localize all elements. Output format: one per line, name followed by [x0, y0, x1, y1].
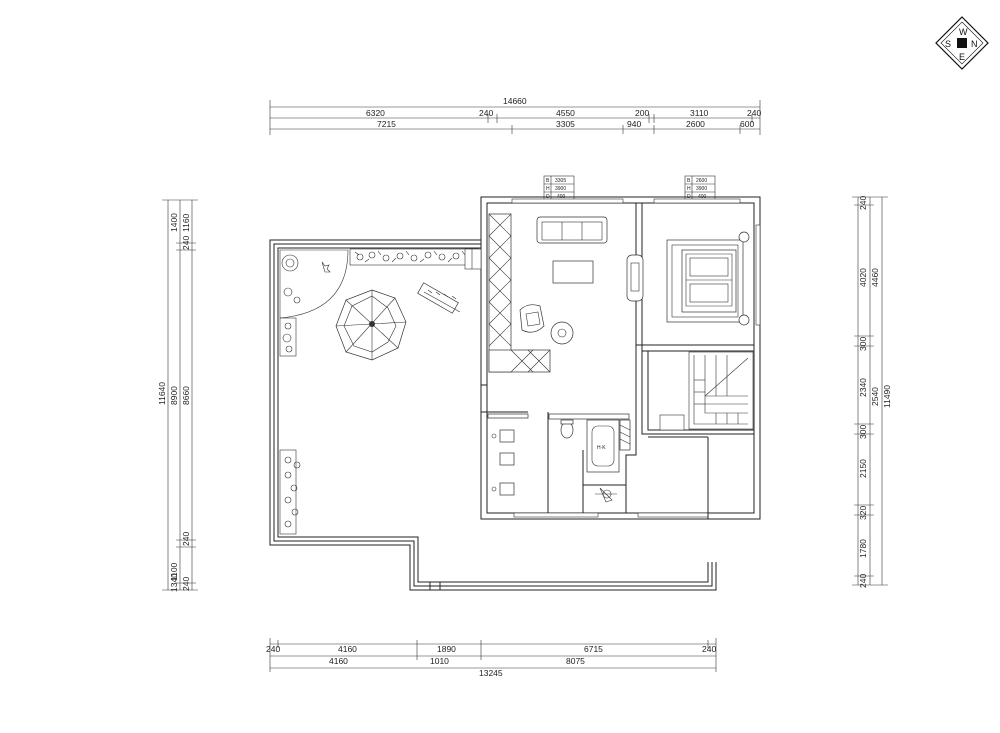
svg-text:H: H [687, 186, 691, 192]
top-dim-11: 600 [740, 119, 754, 129]
top-flower-bed [349, 248, 479, 266]
svg-text:3900: 3900 [555, 186, 566, 192]
interior-partitions [487, 203, 754, 519]
left-dim-2: 240 [181, 236, 191, 250]
compass-e: E [959, 52, 965, 62]
right-dim-7: 11490 [882, 385, 892, 408]
right-dimension-lines [852, 196, 888, 586]
left-dim-4: 11640 [157, 382, 167, 405]
svg-text:3900: 3900 [696, 186, 707, 192]
terrace-door-gap [464, 248, 482, 270]
bottom-dim-8: 8075 [566, 656, 585, 666]
left-dim-1: 1400 [169, 213, 179, 232]
armchair [519, 304, 545, 333]
top-dim-1: 6320 [366, 108, 385, 118]
round-side-table [550, 321, 574, 345]
bed [666, 231, 750, 326]
lounge-chair [417, 282, 461, 314]
left-dim-7: 240 [181, 532, 191, 546]
svg-text:B: B [546, 178, 550, 184]
window-spec-table-2: B 2600 H 3900 D 400 [684, 175, 716, 201]
left-dimension-texts: 1400 240 1160 11640 8900 8660 240 1100 2… [157, 213, 191, 592]
compass-n: N [971, 39, 978, 49]
left-dim-3: 1160 [181, 213, 191, 232]
tv-console [626, 254, 644, 302]
kitchen-counter [488, 213, 551, 373]
bottom-dim-6: 4160 [329, 656, 348, 666]
right-dim-10: 320 [858, 506, 868, 520]
top-dim-5: 3110 [690, 108, 709, 118]
side-flower-bed-lower [279, 449, 301, 535]
terrace-walls [269, 239, 717, 591]
top-dimension-lines [269, 100, 761, 135]
windows [511, 198, 761, 518]
top-dim-9: 940 [627, 119, 641, 129]
right-dim-11: 1780 [858, 539, 868, 558]
compass-w: W [959, 27, 968, 37]
left-dim-5: 8900 [169, 386, 179, 405]
quarter-circle-planter [279, 249, 349, 319]
right-dim-6: 2540 [870, 387, 880, 406]
svg-text:H: H [546, 186, 550, 192]
sofa [536, 216, 608, 244]
bottom-dim-1: 240 [266, 644, 280, 654]
bottom-dim-4: 6715 [584, 644, 603, 654]
right-dim-1: 240 [858, 196, 868, 210]
right-dim-3: 4460 [870, 268, 880, 287]
bathroom-fixtures: H·K [548, 413, 631, 503]
study-furniture [487, 413, 529, 496]
patio-umbrella [335, 289, 407, 361]
left-dimension-lines [162, 199, 198, 591]
left-dim-9: 240 [181, 577, 191, 591]
top-total-dim: 14660 [503, 96, 527, 106]
svg-text:B: B [687, 178, 691, 184]
right-dim-2: 4020 [858, 268, 868, 287]
svg-text:2600: 2600 [696, 178, 707, 184]
top-dim-6: 240 [747, 108, 761, 118]
top-dim-4: 200 [635, 108, 649, 118]
left-dim-10: 1340 [169, 573, 179, 592]
bottom-dimension-lines [269, 638, 717, 672]
top-dim-8: 3305 [556, 119, 575, 129]
bottom-dim-7: 1010 [430, 656, 449, 666]
bottom-dim-2: 4160 [338, 644, 357, 654]
bathtub-mark: H·K [597, 445, 606, 451]
bottom-dim-3: 1890 [437, 644, 456, 654]
right-dim-8: 300 [858, 425, 868, 439]
top-dim-2: 240 [479, 108, 493, 118]
right-dim-9: 2150 [858, 459, 868, 478]
left-dim-6: 8660 [181, 386, 191, 405]
staircase [659, 351, 754, 431]
left-dim-8: 1100 [169, 562, 179, 581]
right-dim-4: 300 [858, 337, 868, 351]
right-dim-5: 2340 [858, 378, 868, 397]
bottom-total-dim: 13245 [479, 668, 503, 678]
top-dim-3: 4550 [556, 108, 575, 118]
right-dim-12: 240 [858, 574, 868, 588]
compass-s: S [945, 39, 951, 49]
coffee-table [552, 260, 594, 284]
right-dimension-texts: 240 4020 4460 300 2340 2540 11490 300 21… [858, 196, 892, 588]
bottom-dim-5: 240 [702, 644, 716, 654]
svg-text:3305: 3305 [555, 178, 566, 184]
side-flower-bed-upper [279, 317, 297, 357]
compass-rose: W S N E [935, 16, 989, 70]
window-spec-table-1: B 3305 H 3900 D 400 [543, 175, 575, 201]
top-dim-7: 7215 [377, 119, 396, 129]
top-dim-10: 2600 [686, 119, 705, 129]
